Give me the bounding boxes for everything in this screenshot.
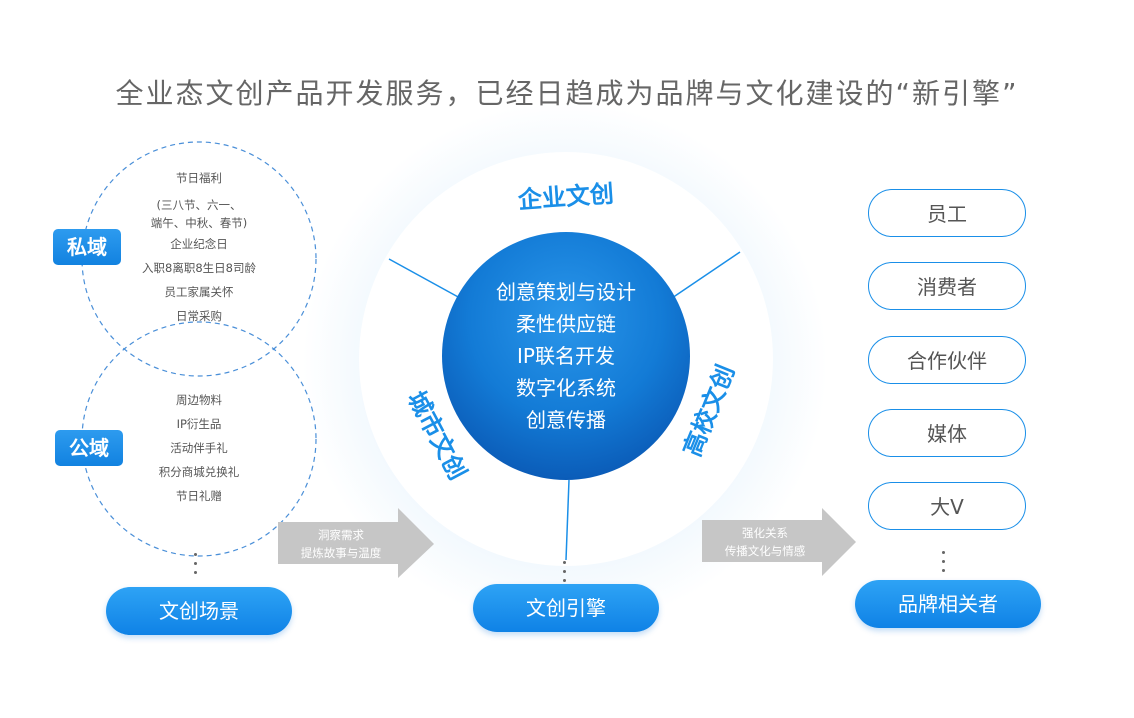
right-arrow-text: 强化关系 传播文化与情感 bbox=[704, 524, 826, 560]
scene-pill: 文创场景 bbox=[106, 587, 292, 635]
engine-pill: 文创引擎 bbox=[473, 584, 659, 632]
public-domain-badge: 公域 bbox=[55, 430, 123, 466]
stakeholders-pill: 品牌相关者 bbox=[855, 580, 1041, 628]
left-arrow bbox=[278, 508, 434, 578]
arrow-line: 传播文化与情感 bbox=[724, 544, 806, 558]
center-ellipsis bbox=[563, 561, 567, 588]
arrow-line: 提炼故事与温度 bbox=[300, 546, 382, 560]
ring-divider-bottom bbox=[565, 479, 570, 561]
stakeholder-partner: 合作伙伴 bbox=[868, 336, 1026, 384]
list-item: 企业纪念日 bbox=[170, 237, 228, 251]
capability-item: 柔性供应链 bbox=[516, 312, 616, 336]
list-item: 端午、中秋、春节) bbox=[150, 216, 248, 230]
list-item: 入职8离职8生日8司龄 bbox=[142, 261, 256, 275]
arrow-line: 洞察需求 bbox=[318, 528, 364, 542]
list-item: 节日礼赠 bbox=[176, 489, 222, 503]
capability-item: 创意传播 bbox=[526, 408, 606, 432]
private-domain-badge: 私域 bbox=[53, 229, 121, 265]
left-ellipsis bbox=[194, 553, 198, 580]
engine-capabilities: 创意策划与设计 柔性供应链 IP联名开发 数字化系统 创意传播 bbox=[443, 276, 689, 436]
capability-item: 创意策划与设计 bbox=[496, 280, 636, 304]
list-item: 节日福利 bbox=[176, 171, 222, 185]
public-circle bbox=[81, 321, 317, 557]
list-item: 日常采购 bbox=[176, 309, 222, 323]
list-item: (三八节、六一、 bbox=[156, 198, 242, 212]
right-arrow bbox=[702, 508, 856, 576]
left-arrow-text: 洞察需求 提炼故事与温度 bbox=[282, 526, 400, 562]
list-item: 积分商城兑换礼 bbox=[158, 465, 240, 479]
capability-item: IP联名开发 bbox=[517, 344, 615, 368]
list-item: 员工家属关怀 bbox=[164, 285, 234, 299]
ring-divider-right bbox=[671, 251, 741, 299]
private-items: 节日福利 (三八节、六一、 端午、中秋、春节) 企业纪念日 入职8离职8生日8司… bbox=[112, 166, 286, 328]
capability-item: 数字化系统 bbox=[516, 376, 616, 400]
list-item: 周边物料 bbox=[176, 393, 222, 407]
right-ellipsis bbox=[942, 551, 946, 578]
arrow-line: 强化关系 bbox=[742, 526, 788, 540]
stakeholder-employee: 员工 bbox=[868, 189, 1026, 237]
list-item: 活动伴手礼 bbox=[170, 441, 228, 455]
stakeholder-consumer: 消费者 bbox=[868, 262, 1026, 310]
ring-label-top: 企业文创 bbox=[517, 180, 615, 215]
list-item: IP衍生品 bbox=[176, 417, 222, 431]
engine-core bbox=[442, 232, 690, 480]
public-items: 周边物料 IP衍生品 活动伴手礼 积分商城兑换礼 节日礼赠 bbox=[112, 388, 286, 508]
stakeholder-media: 媒体 bbox=[868, 409, 1026, 457]
ring-divider-left bbox=[388, 258, 461, 299]
private-circle bbox=[81, 141, 317, 377]
stakeholder-influencer: 大V bbox=[868, 482, 1026, 530]
